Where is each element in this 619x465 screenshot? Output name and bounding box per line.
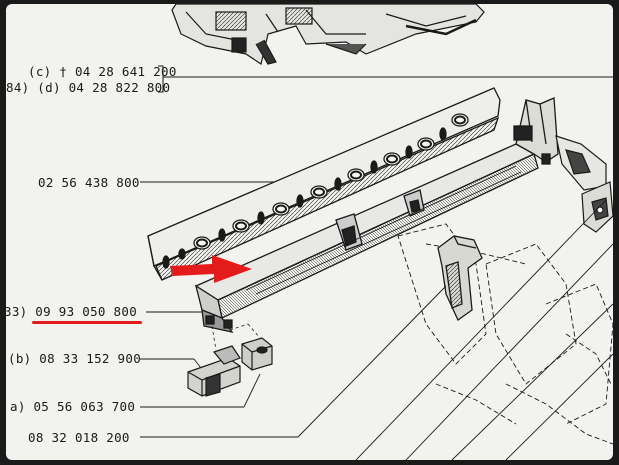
rubber-block-b — [187, 345, 241, 397]
leader-lines-lower — [140, 199, 613, 460]
mounting-bracket — [437, 235, 483, 321]
part-number-c: (c) † 04 28 641 200 — [28, 64, 177, 79]
part-number-b: (b) 08 33 152 900 — [8, 351, 142, 366]
right-bracket-parts — [555, 135, 613, 233]
part-number-main-member: 33) 09 93 050 800 — [6, 304, 138, 319]
bracket-icon — [158, 65, 166, 93]
part-number-d: 84) (d) 04 28 822 800 — [6, 80, 171, 95]
assembly-guide-lines — [211, 323, 261, 351]
part-number-a: a) 05 56 063 700 — [10, 399, 136, 414]
perforated-side-rail — [147, 87, 501, 281]
part-number-bottom: 08 32 018 200 — [28, 430, 130, 445]
part-number-rail: 02 56 438 800 — [38, 175, 140, 190]
car-body-fragment — [171, 4, 485, 65]
parts-diagram-sheet: (c) † 04 28 641 200 84) (d) 04 28 822 80… — [6, 4, 613, 460]
arrow-right-icon — [170, 255, 252, 283]
phantom-dashed-parts — [397, 223, 613, 445]
exploded-view-drawing — [140, 4, 613, 460]
main-longitudinal-member — [194, 97, 559, 333]
nut-a — [241, 337, 273, 371]
highlight-underline — [32, 321, 142, 324]
